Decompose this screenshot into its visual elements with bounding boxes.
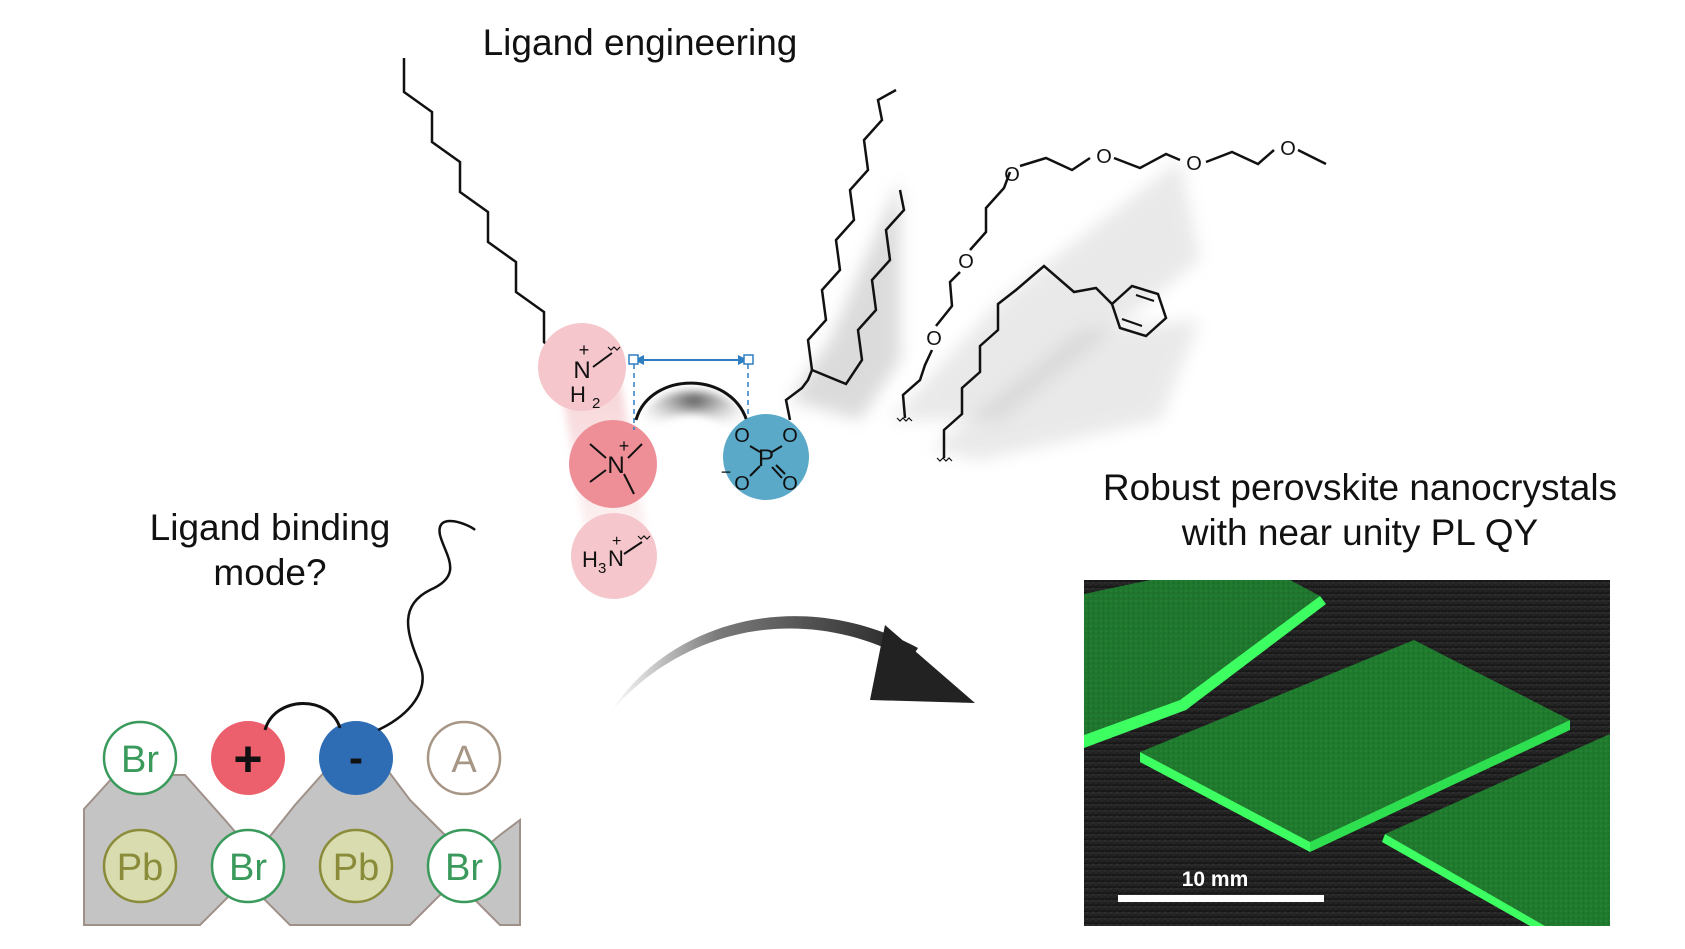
p-atom: P xyxy=(758,445,774,472)
pb-circle-1: Pb xyxy=(102,828,178,904)
n-atom: N xyxy=(607,452,624,479)
peg-chain: O O O O O O xyxy=(896,138,1327,422)
nanocrystal-photo: 10 mm xyxy=(1084,580,1610,926)
scale-bar-label: 10 mm xyxy=(1182,868,1249,891)
br-circle-bottom-1: Br xyxy=(210,828,286,904)
primary-ammonium: H 3 N + xyxy=(571,513,657,599)
pb-label: Pb xyxy=(333,847,379,889)
branched-chain-b xyxy=(811,189,906,386)
br-circle-top: Br xyxy=(102,720,178,796)
h-atom: H xyxy=(582,547,598,572)
o-atom: O xyxy=(958,251,974,273)
br-circle-bottom-2: Br xyxy=(426,828,502,904)
alkyl-chain-left xyxy=(402,58,561,361)
secondary-ammonium: N + H 2 xyxy=(538,323,626,412)
o-atom: O xyxy=(1004,164,1020,186)
charge-plus: + xyxy=(579,340,590,360)
o-atom: O xyxy=(782,425,798,447)
glass-plate-right xyxy=(1385,734,1610,926)
charge-plus: + xyxy=(612,533,621,550)
branched-chain-stem xyxy=(784,369,814,421)
binding-title-line-1: Ligand binding xyxy=(149,507,391,548)
br-label: Br xyxy=(445,847,483,889)
bridge-shadow xyxy=(640,390,748,440)
chain-fan-shadow-2 xyxy=(890,160,1200,420)
o-atom: O xyxy=(734,473,750,495)
wavy-tail xyxy=(377,519,476,732)
zwitterion-linker xyxy=(263,702,342,731)
plus-label: + xyxy=(233,731,262,787)
cation-plus-circle: + xyxy=(211,721,285,795)
chain-fan-shadow-1 xyxy=(790,180,900,420)
charge-plus: + xyxy=(619,436,630,456)
a-label: A xyxy=(451,739,477,781)
br-label: Br xyxy=(229,847,267,889)
o-atom: O xyxy=(1186,153,1202,175)
charge-minus: − xyxy=(721,462,732,482)
o-atom: O xyxy=(1280,138,1296,160)
ligand-engineering-title: Ligand engineering xyxy=(482,22,798,63)
chain-fan-shadow-3 xyxy=(930,320,1200,460)
o-atom: O xyxy=(926,328,942,350)
a-site-circle: A xyxy=(426,720,502,796)
ligand-binding-title: Ligand binding mode? xyxy=(110,505,430,595)
pb-circle-2: Pb xyxy=(318,828,394,904)
n-atom: N xyxy=(608,546,624,571)
glass-plate-center xyxy=(1140,640,1570,842)
scale-bar xyxy=(1118,895,1324,902)
robust-title-line-2: with near unity PL QY xyxy=(1181,512,1539,553)
robust-title-line-1: Robust perovskite nanocrystals xyxy=(1102,467,1618,508)
pb-label: Pb xyxy=(117,847,163,889)
bridge-linker xyxy=(634,381,750,426)
h-atom: H xyxy=(570,382,586,407)
subscript-2: 2 xyxy=(592,395,600,412)
minus-label: - xyxy=(349,734,363,781)
branched-chain-a xyxy=(806,88,897,371)
subscript-3: 3 xyxy=(598,560,606,577)
o-atom: O xyxy=(734,425,750,447)
quaternary-ammonium: N + xyxy=(569,420,657,508)
n-atom: N xyxy=(573,357,590,384)
br-label: Br xyxy=(121,739,159,781)
phosphonate-group: P O O O O − xyxy=(721,414,809,500)
phenyl-ring xyxy=(1110,284,1168,338)
robust-nanocrystals-title: Robust perovskite nanocrystals with near… xyxy=(1050,465,1670,555)
curved-arrow-head xyxy=(870,625,975,703)
anion-minus-circle: - xyxy=(319,721,393,795)
o-atom: O xyxy=(782,473,798,495)
phenylalkyl-chain xyxy=(936,264,1168,462)
o-atom: O xyxy=(1096,146,1112,168)
binding-title-line-2: mode? xyxy=(213,552,327,593)
glass-plate-top-left xyxy=(1084,580,1320,735)
